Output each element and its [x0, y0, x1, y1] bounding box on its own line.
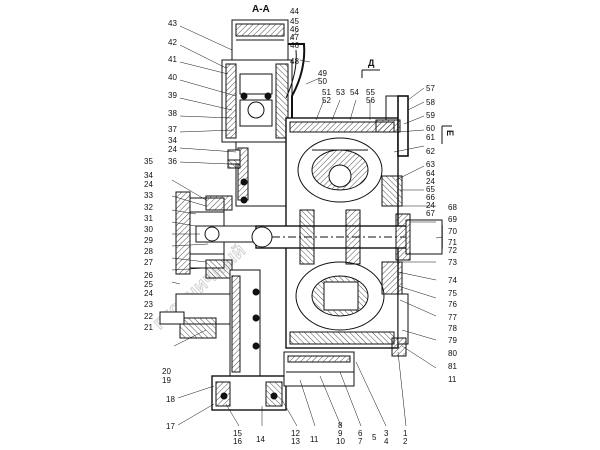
- callout-61: 61: [426, 133, 435, 142]
- callout-42: 42: [168, 38, 177, 47]
- callout-39: 39: [168, 91, 177, 100]
- callout-63: 63: [426, 160, 435, 169]
- callout-6: 6: [358, 429, 363, 438]
- section-label: А-А: [252, 4, 270, 15]
- callout-81: 81: [448, 362, 457, 371]
- callout-31: 31: [144, 214, 153, 223]
- callout-40: 40: [168, 73, 177, 82]
- callout-71: 71: [448, 238, 457, 247]
- callout-60: 60: [426, 124, 435, 133]
- callout-37: 37: [168, 125, 177, 134]
- callout-4: 4: [384, 437, 389, 446]
- callout-11: 11: [448, 375, 457, 384]
- callout-72: 72: [448, 246, 457, 255]
- callout-24: 24: [144, 289, 153, 298]
- callout-62: 62: [426, 147, 435, 156]
- callout-3: 3: [384, 429, 389, 438]
- callout-35: 35: [144, 157, 153, 166]
- callout-13: 13: [291, 437, 300, 446]
- callout-14: 14: [256, 435, 265, 444]
- callout-33: 33: [144, 191, 153, 200]
- callout-49: 49: [318, 69, 327, 78]
- callout-2: 2: [403, 437, 408, 446]
- callout-57: 57: [426, 84, 435, 93]
- svg-text:Е: Е: [445, 130, 455, 136]
- callout-45: 45: [290, 17, 299, 26]
- callout-51: 51: [322, 88, 331, 97]
- callout-5: 5: [372, 433, 377, 442]
- callout-11: 11: [310, 435, 319, 444]
- callout-21: 21: [144, 323, 153, 332]
- callout-9: 9: [338, 429, 343, 438]
- callout-24: 24: [144, 180, 153, 189]
- callout-28: 28: [144, 247, 153, 256]
- callout-19: 19: [162, 376, 171, 385]
- callout-25: 25: [144, 280, 153, 289]
- callout-29: 29: [144, 236, 153, 245]
- callout-65: 65: [426, 185, 435, 194]
- callout-30: 30: [144, 225, 153, 234]
- callout-70: 70: [448, 227, 457, 236]
- callout-1: 1: [403, 429, 408, 438]
- callout-55: 55: [366, 88, 375, 97]
- callout-74: 74: [448, 276, 457, 285]
- callout-80: 80: [448, 349, 457, 358]
- callout-53: 53: [336, 88, 345, 97]
- leader-lines: [171, 25, 443, 427]
- callout-32: 32: [144, 203, 153, 212]
- callout-24: 24: [168, 145, 177, 154]
- callout-15: 15: [233, 429, 242, 438]
- callout-10: 10: [336, 437, 345, 446]
- callout-68: 68: [448, 203, 457, 212]
- callout-48: 48: [290, 57, 299, 66]
- callout-34: 34: [144, 171, 153, 180]
- callout-27: 27: [144, 258, 153, 267]
- callout-34: 34: [168, 136, 177, 145]
- callout-26: 26: [144, 271, 153, 280]
- callout-76: 76: [448, 300, 457, 309]
- callout-66: 66: [426, 193, 435, 202]
- callout-8: 8: [338, 421, 343, 430]
- callout-77: 77: [448, 313, 457, 322]
- callout-54: 54: [350, 88, 359, 97]
- callout-24: 24: [426, 177, 435, 186]
- svg-text:Д: Д: [368, 58, 375, 68]
- callout-7: 7: [358, 437, 363, 446]
- callout-43: 43: [168, 19, 177, 28]
- callout-67: 67: [426, 209, 435, 218]
- callout-69: 69: [448, 215, 457, 224]
- callout-46: 46: [290, 41, 299, 50]
- callout-16: 16: [233, 437, 242, 446]
- callout-56: 56: [366, 96, 375, 105]
- view-marker-e: Е: [441, 125, 455, 144]
- callout-41: 41: [168, 55, 177, 64]
- callout-64: 64: [426, 169, 435, 178]
- callout-36: 36: [168, 157, 177, 166]
- view-marker-d: Д: [361, 58, 380, 78]
- callout-73: 73: [448, 258, 457, 267]
- callout-75: 75: [448, 289, 457, 298]
- callout-17: 17: [166, 422, 175, 431]
- callout-50: 50: [318, 77, 327, 86]
- callout-20: 20: [162, 367, 171, 376]
- callout-22: 22: [144, 312, 153, 321]
- callout-59: 59: [426, 111, 435, 120]
- callout-46: 46: [290, 25, 299, 34]
- assembly-body: [159, 19, 443, 411]
- callout-79: 79: [448, 336, 457, 345]
- callout-12: 12: [291, 429, 300, 438]
- callout-78: 78: [448, 324, 457, 333]
- callout-47: 47: [290, 33, 299, 42]
- callout-58: 58: [426, 98, 435, 107]
- callout-52: 52: [322, 96, 331, 105]
- callout-44: 44: [290, 7, 299, 16]
- callout-23: 23: [144, 300, 153, 309]
- callout-24: 24: [426, 201, 435, 210]
- callout-18: 18: [166, 395, 175, 404]
- callout-38: 38: [168, 109, 177, 118]
